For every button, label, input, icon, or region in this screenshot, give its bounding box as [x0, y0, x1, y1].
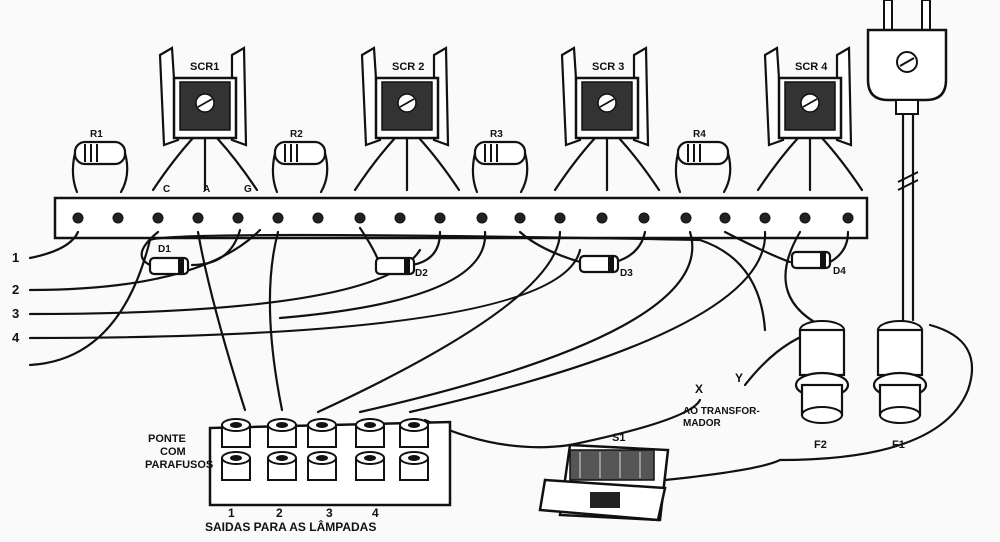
- outputs-caption: SAIDAS PARA AS LÂMPADAS: [205, 519, 376, 534]
- strip-screw: [312, 212, 324, 224]
- diode-label: D4: [833, 266, 846, 277]
- input-label-4: 4: [12, 330, 20, 345]
- terminal-block-label-line2: COM: [160, 446, 186, 458]
- scr-label: SCR 4: [795, 61, 828, 73]
- terminal-post: [267, 451, 297, 481]
- scr-1: SCR1: [151, 46, 259, 192]
- switch-s1: S1: [538, 432, 670, 522]
- scr-pin-label: A: [203, 184, 210, 195]
- scr-4: SCR 4: [756, 46, 864, 192]
- output-label-4: 4: [372, 506, 379, 520]
- diode-4: D4: [790, 250, 846, 277]
- resistor-label: R2: [290, 129, 303, 140]
- diode-label: D2: [415, 268, 428, 279]
- transformer-y-label: Y: [735, 371, 743, 385]
- diode-3: D3: [578, 254, 633, 279]
- scr-label: SCR 3: [592, 61, 624, 73]
- scr-pin-label: C: [163, 184, 170, 195]
- fuse-f1: F1: [872, 320, 928, 451]
- terminal-post: [399, 451, 429, 481]
- strip-screw: [759, 212, 771, 224]
- strip-screw: [638, 212, 650, 224]
- strip-screw: [842, 212, 854, 224]
- resistor-1: R1: [71, 129, 129, 194]
- resistor-label: R3: [490, 129, 503, 140]
- scr-label: SCR1: [190, 61, 219, 73]
- transformer-label-line1: AO TRANSFOR-: [683, 406, 760, 417]
- transformer-labels: X Y AO TRANSFOR- MADOR: [683, 371, 760, 429]
- terminal-block-label-line1: PONTE: [148, 433, 186, 445]
- scr-group: SCR1 SCR 2 SCR 3 SCR 4 C A G: [151, 46, 864, 195]
- strip-screw: [354, 212, 366, 224]
- terminal-post: [355, 451, 385, 481]
- fuse-label: F2: [814, 439, 827, 451]
- output-label-2: 2: [276, 506, 283, 520]
- diode-1: D1: [148, 244, 190, 276]
- terminal-post: [221, 451, 251, 481]
- strip-screw: [799, 212, 811, 224]
- resistor-label: R4: [693, 129, 706, 140]
- resistor-4: R4: [674, 129, 732, 194]
- strip-screw: [152, 212, 164, 224]
- strip-screw: [72, 212, 84, 224]
- input-label-1: 1: [12, 250, 19, 265]
- terminal-post: [267, 418, 297, 448]
- strip-screw: [232, 212, 244, 224]
- input-labels: 1 2 3 4: [12, 250, 20, 345]
- resistor-3: R3: [471, 129, 529, 194]
- output-label-3: 3: [326, 506, 333, 520]
- strip-screw: [112, 212, 124, 224]
- strip-screw: [192, 212, 204, 224]
- terminal-strip: [53, 196, 869, 240]
- resistor-2: R2: [271, 129, 329, 194]
- mains-plug: [866, 0, 948, 322]
- strip-screw: [719, 212, 731, 224]
- strip-screw: [476, 212, 488, 224]
- resistor-group: R1 R2 R3 R4: [71, 129, 732, 194]
- fuse-group: F2 F1: [794, 320, 928, 451]
- terminal-post: [221, 418, 251, 448]
- strip-screw: [554, 212, 566, 224]
- fuse-f2: F2: [794, 320, 850, 451]
- terminal-post: [399, 418, 429, 448]
- terminal-block-label-line3: PARAFUSOS: [145, 459, 213, 471]
- diode-2: D2: [374, 256, 428, 279]
- strip-screw: [394, 212, 406, 224]
- input-label-2: 2: [12, 282, 19, 297]
- resistor-label: R1: [90, 129, 103, 140]
- scr-2: SCR 2: [353, 46, 461, 192]
- output-label-1: 1: [228, 506, 235, 520]
- terminal-post: [307, 418, 337, 448]
- terminal-post: [355, 418, 385, 448]
- input-label-3: 3: [12, 306, 19, 321]
- terminal-block: PONTE COM PARAFUSOS 1 2 3 4 SAIDAS PARA …: [145, 418, 452, 534]
- diode-label: D1: [158, 244, 171, 255]
- strip-screw: [514, 212, 526, 224]
- switch-label: S1: [612, 432, 625, 444]
- strip-screw: [272, 212, 284, 224]
- strip-screws: [72, 212, 854, 224]
- transformer-x-label: X: [695, 382, 703, 396]
- diode-label: D3: [620, 268, 633, 279]
- strip-screw: [434, 212, 446, 224]
- fuse-label: F1: [892, 439, 905, 451]
- scr-label: SCR 2: [392, 61, 424, 73]
- scr-pin-label: G: [244, 184, 252, 195]
- terminal-post: [307, 451, 337, 481]
- strip-screw: [680, 212, 692, 224]
- transformer-label-line2: MADOR: [683, 418, 722, 429]
- scr-3: SCR 3: [553, 46, 661, 192]
- strip-screw: [596, 212, 608, 224]
